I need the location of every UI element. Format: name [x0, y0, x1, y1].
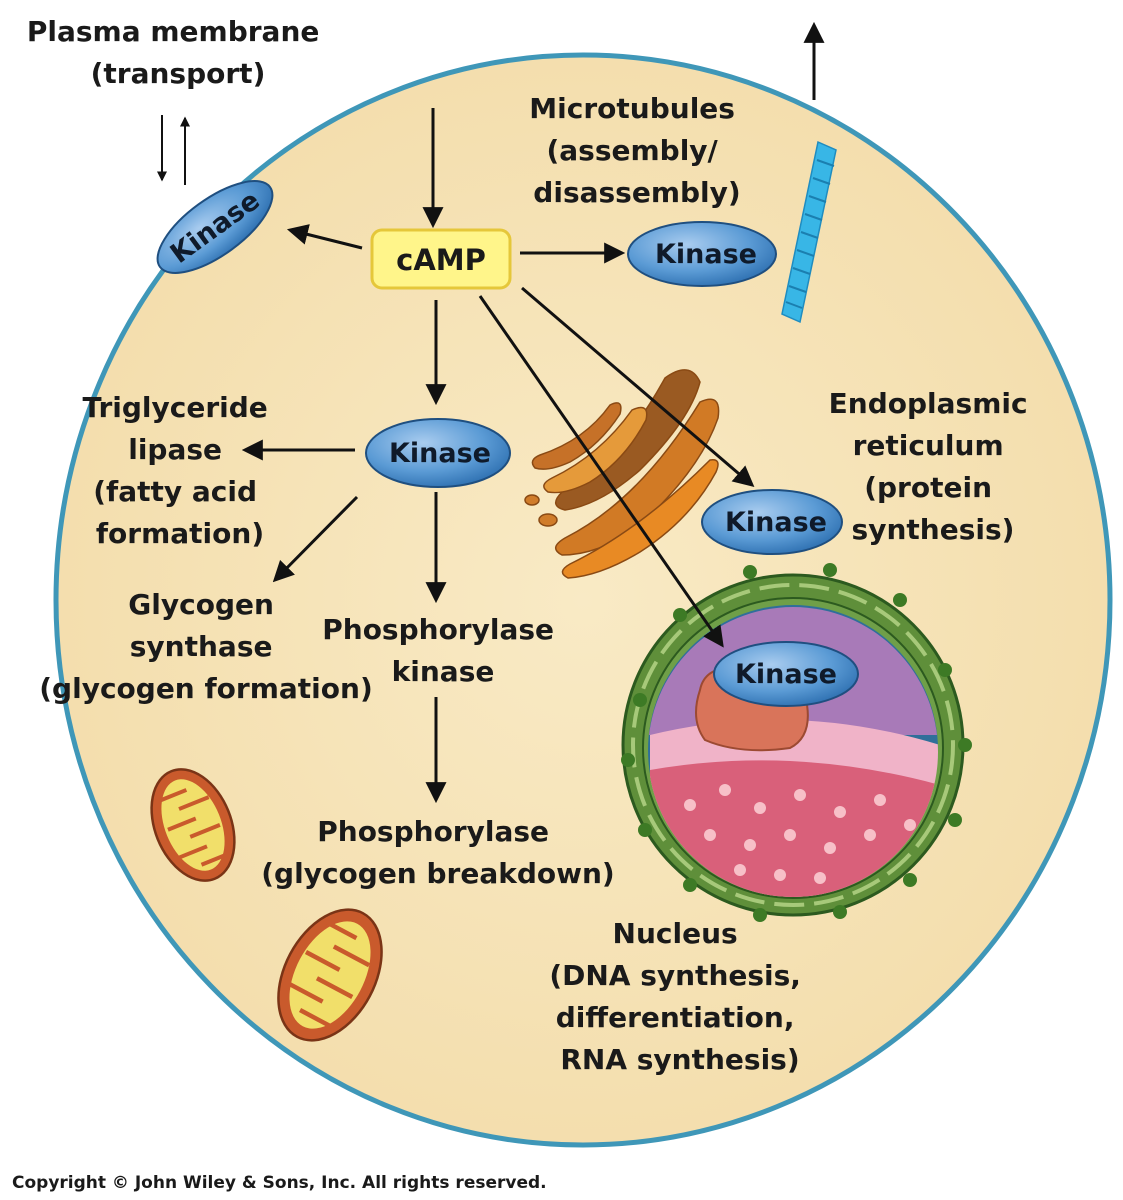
camp-node: cAMP: [370, 228, 512, 290]
arrow-camp-to-membrane-kinase: [286, 224, 363, 250]
mitochondrion-icon: [150, 768, 236, 882]
kinase-label: Kinase: [725, 507, 827, 538]
mitochondrion-icon: [277, 908, 383, 1042]
phosphorylase-label: Phosphorylase (glycogen breakdown): [261, 815, 614, 890]
plasma-membrane-label: Plasma membrane (transport): [27, 15, 329, 90]
kinase-label: Kinase: [735, 659, 837, 690]
copyright-notice: Copyright © John Wiley & Sons, Inc. All …: [12, 1173, 547, 1193]
kinase-central: Kinase: [365, 418, 511, 488]
kinase-microtubule: Kinase: [627, 221, 777, 287]
camp-label: cAMP: [396, 243, 486, 277]
golgi-apparatus-icon: [524, 369, 720, 579]
nucleus-label: Nucleus (DNA synthesis, differentiation,…: [549, 917, 810, 1076]
arrow-camp-to-nuclear-kinase: [478, 295, 724, 648]
glycogen-synthase-label: Glycogen synthase (glycogen formation): [39, 588, 372, 705]
triglyceride-lipase-label: Triglyceride lipase (fatty acid formatio…: [82, 391, 277, 550]
microtubules-label: Microtubules (assembly/ disassembly): [529, 92, 744, 209]
microtubule-icon: [781, 140, 837, 324]
kinase-label: Kinase: [655, 239, 757, 270]
phosphorylase-kinase-label: Phosphorylase kinase: [322, 613, 564, 688]
endoplasmic-reticulum-label: Endoplasmic reticulum (protein synthesis…: [829, 387, 1038, 546]
arrow-camp-to-er-kinase: [521, 286, 755, 488]
kinase-er: Kinase: [701, 489, 843, 555]
arrow-kinase-to-glycogen-synthase: [272, 495, 359, 583]
nucleus-icon: [621, 563, 972, 922]
kinase-label: Kinase: [389, 438, 491, 469]
kinase-nucleus: Kinase: [713, 641, 859, 707]
pathway-arrows: [157, 21, 825, 804]
